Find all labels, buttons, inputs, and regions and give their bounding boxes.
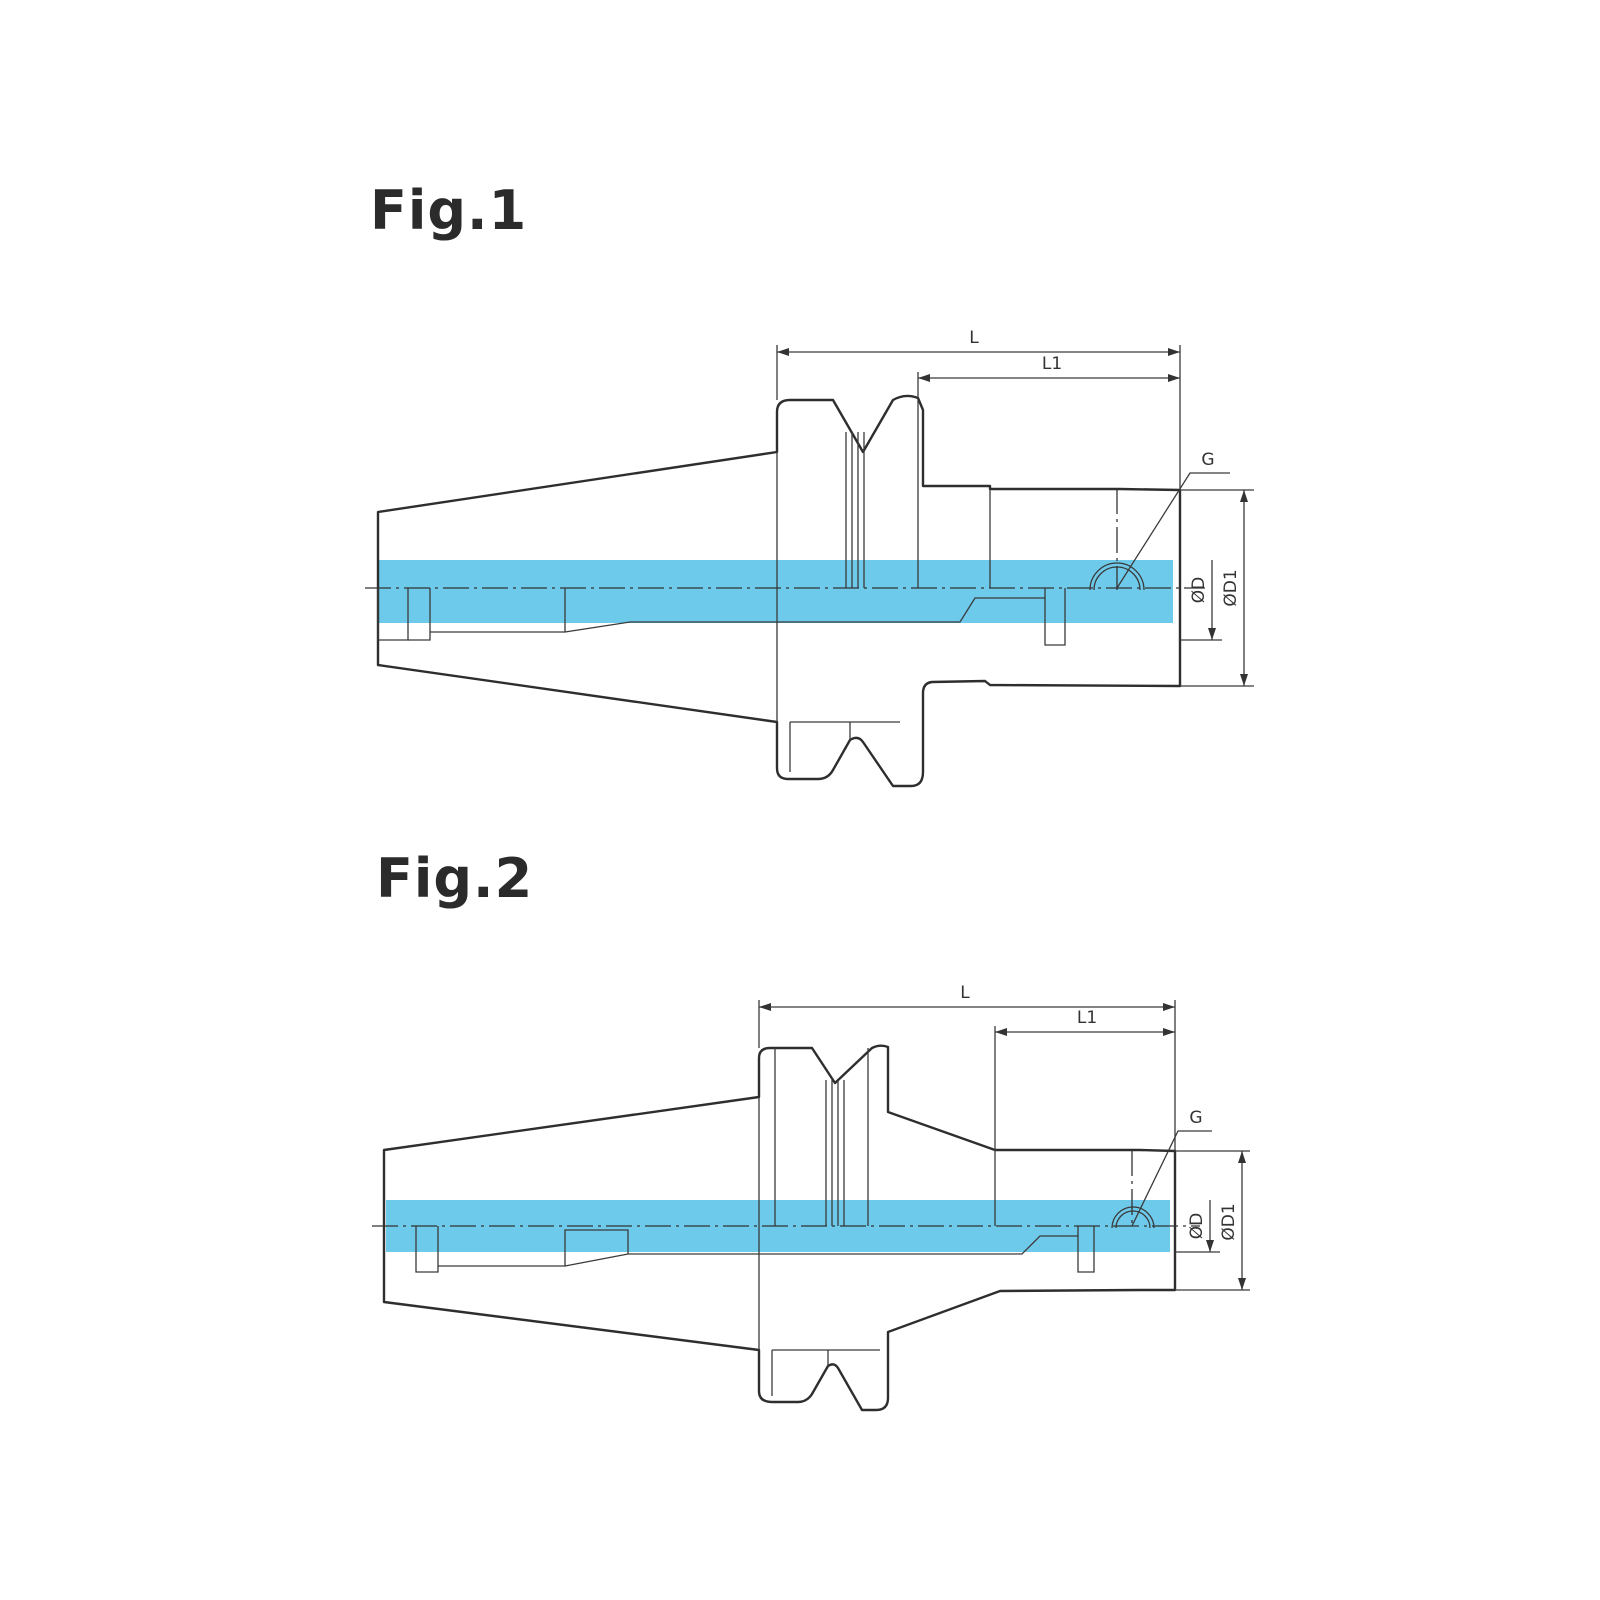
dimension-label-G: G: [1189, 1108, 1202, 1128]
dimension-label-G: G: [1201, 450, 1214, 470]
dimension-label-L1: L1: [1042, 354, 1062, 374]
leader-G: [1131, 1130, 1212, 1227]
dimension-label-D: ØD: [1187, 1213, 1207, 1239]
figure-1-drawing: L L1 G ØD ØD1: [365, 328, 1254, 788]
figure-1-title: Fig.1: [370, 179, 528, 242]
tool-holder-outline: [376, 394, 1182, 788]
dimension-label-L1: L1: [1077, 1008, 1097, 1028]
dimension-label-D1: ØD1: [1221, 569, 1241, 606]
set-screw-symbol: [1111, 1206, 1155, 1229]
coolant-channel-band: [378, 560, 1173, 623]
dimension-label-L: L: [969, 328, 979, 348]
tool-holder-outline: [382, 1044, 1177, 1412]
set-screw-symbol: [1089, 562, 1145, 591]
leader-G: [1116, 472, 1230, 589]
figure-2-title: Fig.2: [376, 847, 534, 910]
dimension-label-L: L: [960, 983, 970, 1003]
dimension-label-D: ØD: [1189, 577, 1209, 603]
dimension-label-D1: ØD1: [1219, 1203, 1239, 1240]
